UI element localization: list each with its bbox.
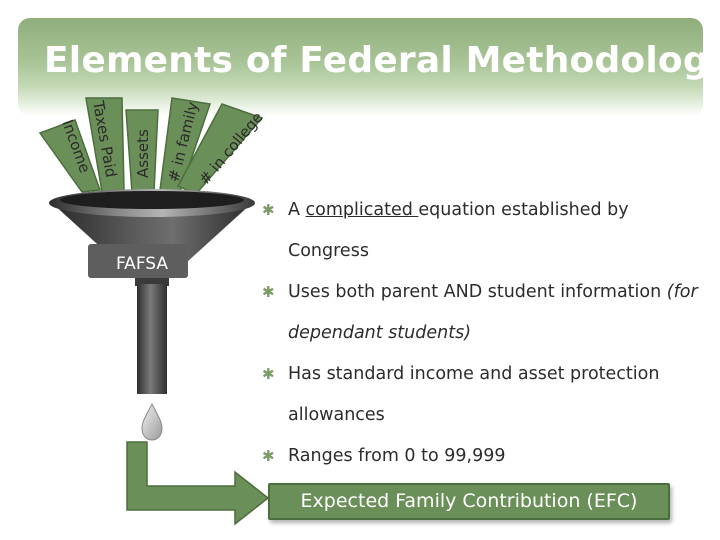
bullet-text: A [288,200,306,220]
bullet-range: ✱ Ranges from 0 to 99,999 [262,436,712,477]
bullet-text: Has standard income and asset protection… [288,364,659,425]
drop-icon [142,404,162,440]
bullet-parent-student: ✱ Uses both parent AND student informati… [262,272,712,354]
efc-result-box: Expected Family Contribution (EFC) [268,483,670,520]
funnel-icon [49,189,255,394]
bullet-underlined-text: complicated [306,200,419,220]
asterisk-bullet-icon: ✱ [262,190,275,231]
bullet-allowances: ✱ Has standard income and asset protecti… [262,354,712,436]
bullet-text: Uses both parent AND student information [288,282,661,302]
asterisk-bullet-icon: ✱ [262,436,275,477]
assets-label: Assets [134,129,152,178]
fafsa-label: FAFSA [116,254,168,274]
asterisk-bullet-icon: ✱ [262,354,275,395]
bullet-complicated: ✱ A complicated equation established by … [262,190,712,272]
result-arrow [127,442,268,524]
asterisk-bullet-icon: ✱ [262,272,275,313]
bullet-list: ✱ A complicated equation established by … [262,190,712,477]
bullet-text: Ranges from 0 to 99,999 [288,446,506,466]
